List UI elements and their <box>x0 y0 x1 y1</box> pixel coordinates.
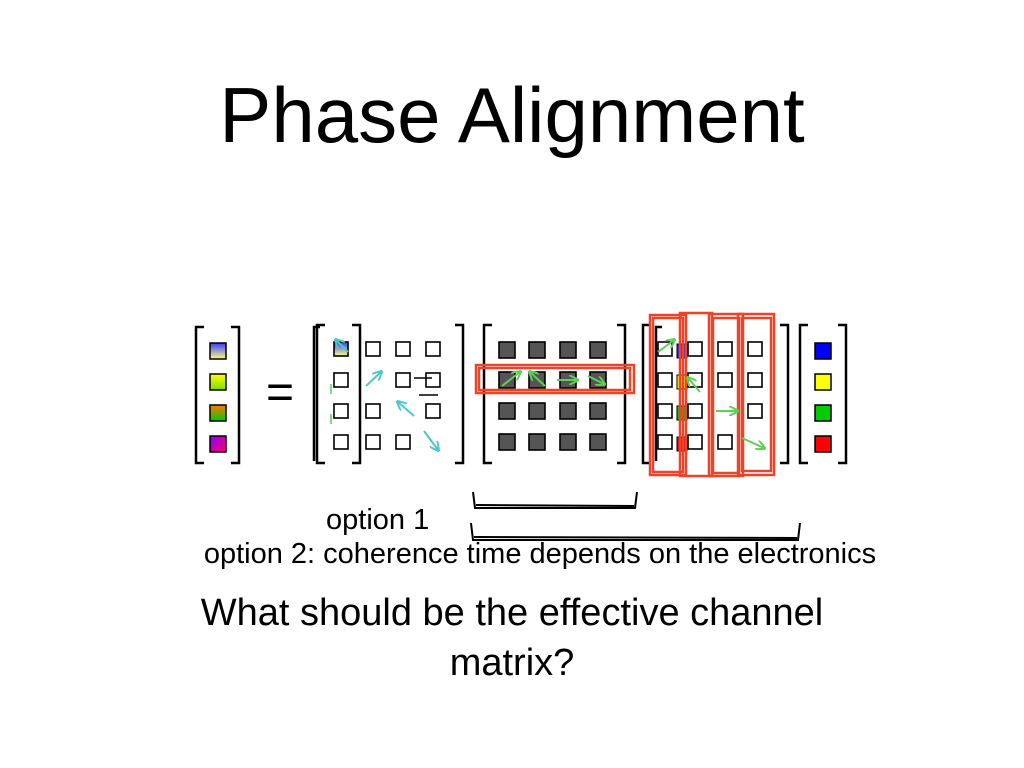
option-2-label: option 2: coherence time depends on the … <box>203 538 877 570</box>
red-column-highlights <box>648 311 776 478</box>
matrix-1-arrows <box>336 340 438 450</box>
transmitted-signal-vector <box>814 342 832 453</box>
slide-question: What should be the effective channel mat… <box>200 592 824 684</box>
equals-sign: = <box>266 366 294 419</box>
matrix-3-arrows <box>657 340 764 448</box>
red-row-highlight <box>474 363 636 395</box>
slide-title: Phase Alignment <box>219 71 805 159</box>
bracket-right <box>231 325 241 465</box>
option-2-brace <box>470 522 801 541</box>
matrix-2-arrows <box>501 372 604 387</box>
option-1-label: option 1 <box>326 504 430 536</box>
option-1-brace <box>472 491 638 509</box>
bracket-left <box>194 325 204 465</box>
matrix-2-dark <box>498 341 607 451</box>
received-signal-vector <box>209 342 227 453</box>
